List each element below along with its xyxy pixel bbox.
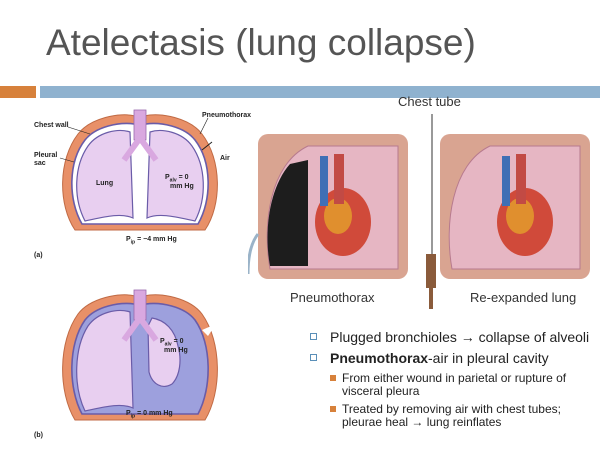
bullet-list: Plugged bronchioles → collapse of alveol… bbox=[308, 330, 598, 434]
subbullet-wound: From either wound in parietal or rupture… bbox=[308, 372, 598, 398]
bullet-plugged-bronchioles: Plugged bronchioles → collapse of alveol… bbox=[308, 330, 598, 345]
label-tag-a: (a) bbox=[34, 252, 43, 259]
label-tag-b: (b) bbox=[34, 432, 43, 439]
subbullet-marker bbox=[330, 406, 336, 412]
slide-title: Atelectasis (lung collapse) bbox=[46, 22, 476, 63]
label-chest-wall: Chest wall bbox=[34, 122, 69, 129]
diagram-a-lungs bbox=[59, 109, 218, 231]
bullet-pneumothorax: Pneumothorax-air in pleural cavity bbox=[308, 351, 598, 366]
subbullet-marker bbox=[330, 375, 336, 381]
caption-reexpanded-lung: Re-expanded lung bbox=[470, 290, 577, 305]
chest-illustrations: Chest tube Pneumothorax Re-expanded lung bbox=[246, 94, 600, 316]
label-palv-a: Palv = 0 bbox=[165, 174, 189, 184]
label-pip-a: Pip = −4 mm Hg bbox=[126, 236, 177, 246]
accent-bar-orange bbox=[0, 86, 36, 98]
diagram-a: Chest wall Pleural sac Lung Pneumothorax… bbox=[30, 100, 252, 270]
diagram-b: Palv = 0 mm Hg Pip = 0 mm Hg (b) bbox=[30, 280, 250, 445]
label-palv-a-unit: mm Hg bbox=[170, 183, 194, 190]
caption-pneumothorax: Pneumothorax bbox=[290, 290, 375, 305]
label-chest-tube: Chest tube bbox=[398, 94, 461, 109]
label-lung: Lung bbox=[96, 180, 114, 187]
bullet-marker bbox=[310, 354, 317, 361]
chest-illustration-svg bbox=[246, 114, 590, 309]
label-pip-b: Pip = 0 mm Hg bbox=[126, 410, 173, 420]
label-palv-b-unit: mm Hg bbox=[164, 347, 188, 354]
label-air: Air bbox=[220, 155, 230, 162]
label-pleural-1: Pleural bbox=[34, 152, 58, 159]
label-palv-b: Palv = 0 bbox=[160, 338, 184, 348]
accent-bar-blue bbox=[40, 86, 600, 98]
diagram-b-lungs bbox=[62, 289, 218, 421]
subbullet-treatment: Treated by removing air with chest tubes… bbox=[308, 403, 598, 429]
bullet-marker bbox=[310, 333, 317, 340]
label-pleural-2: sac bbox=[34, 160, 46, 167]
label-pneumothorax-a: Pneumothorax bbox=[202, 112, 252, 119]
